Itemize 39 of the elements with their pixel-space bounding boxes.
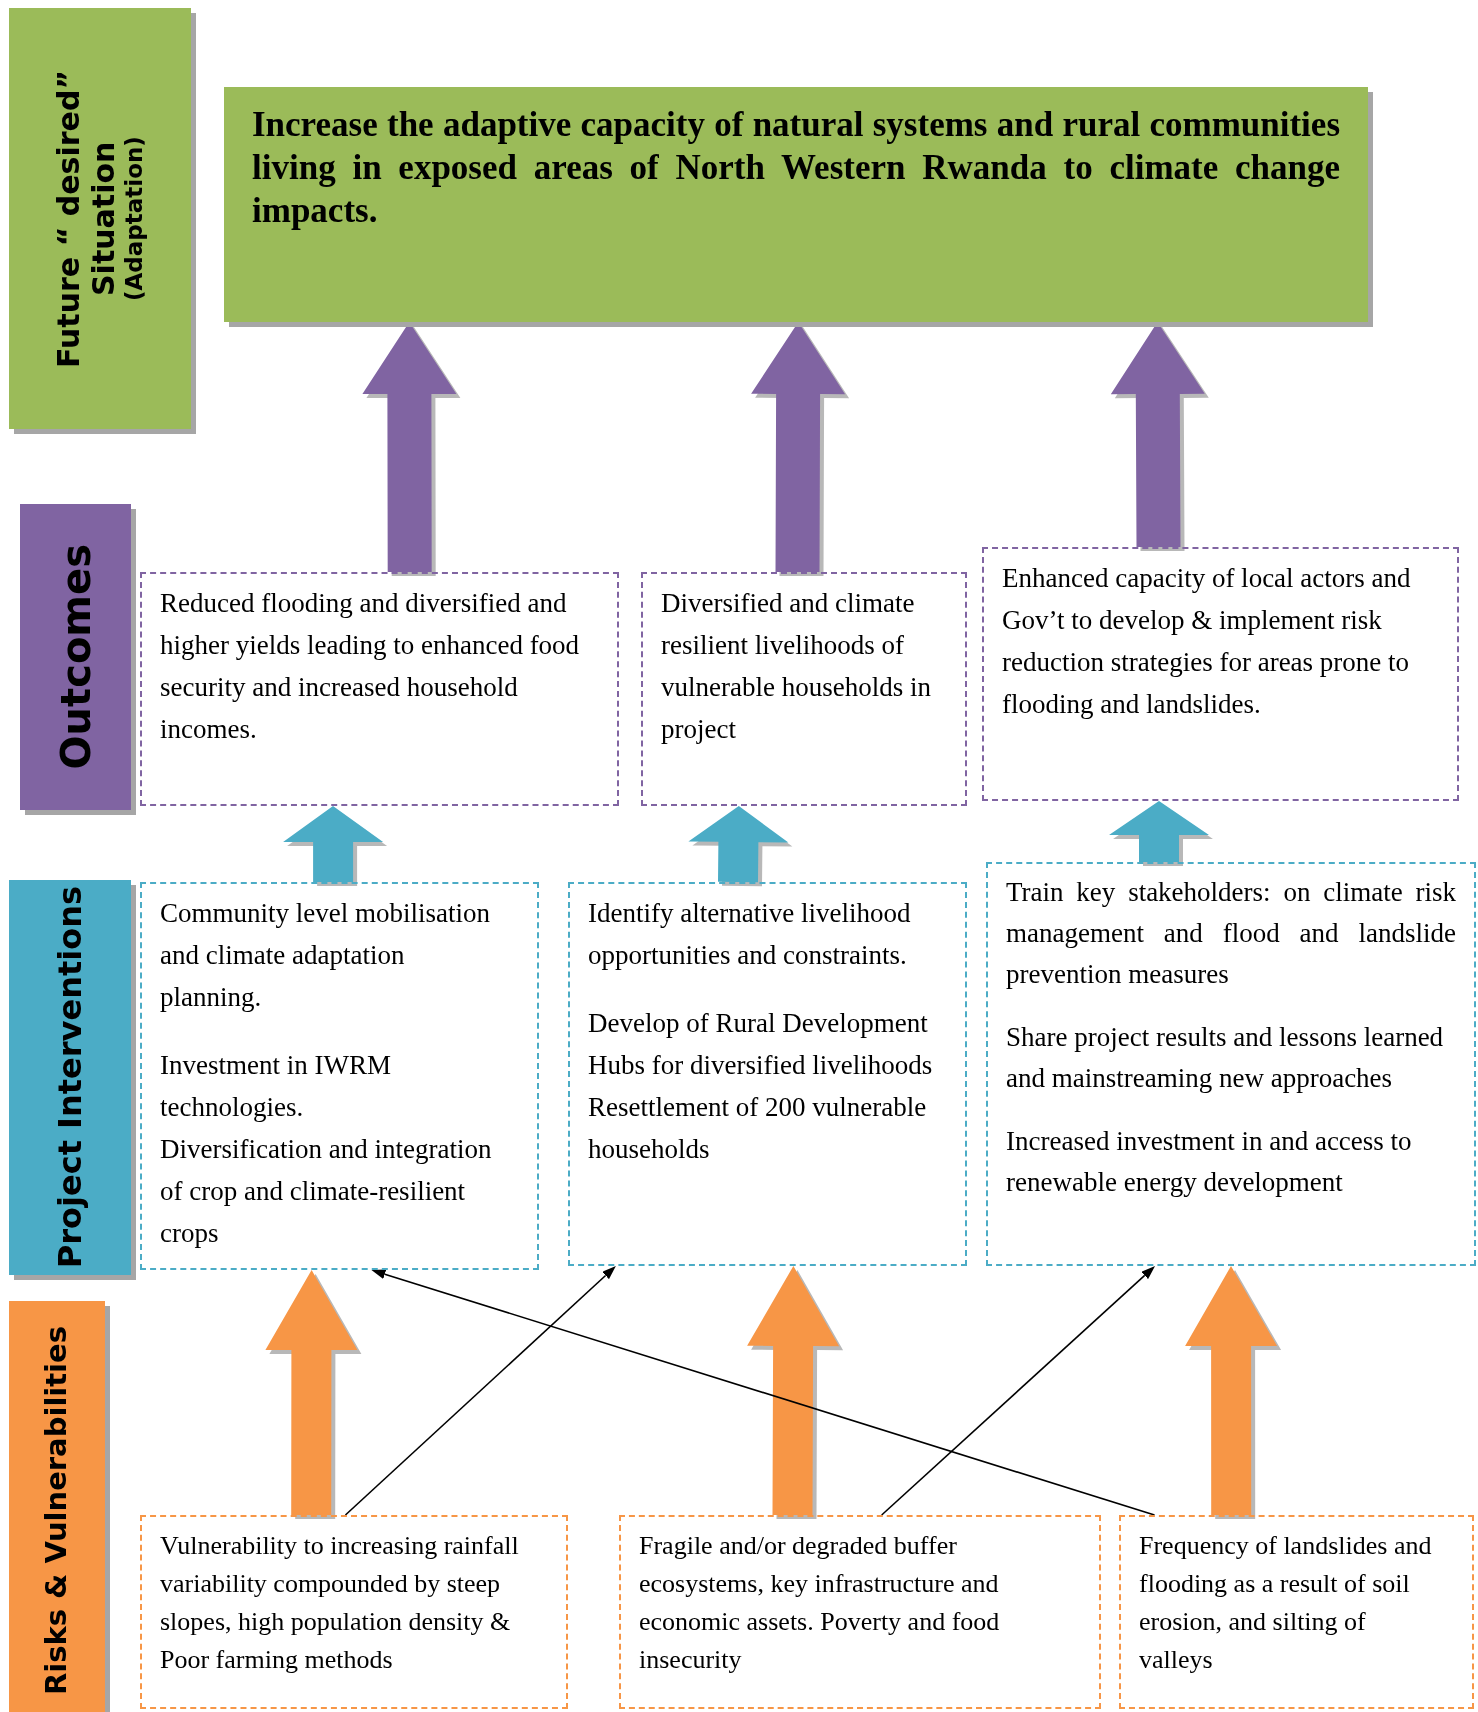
box-text: Train key stakeholders: on climate risk management and flood and landslide prevention measures xyxy=(1006,876,1456,991)
box-text: Frequency of landslides and flooding as a result of soil erosion, and silting of valleys xyxy=(1139,1530,1433,1676)
box-text: Diversified and climate resilient livelihoods of vulnerable households in project xyxy=(661,587,932,746)
section-label: Future “ desired” Situation xyxy=(52,68,122,370)
section-label: Risks & Vulnerabilities xyxy=(40,1326,74,1696)
box-text: Investment in IWRM technologies. xyxy=(160,1049,392,1124)
section-label: Outcomes xyxy=(52,544,99,770)
box-text: Enhanced capacity of local actors and Gov’t to develop & implement risk reduction strategies for areas prone to flooding and landslides. xyxy=(1002,562,1412,721)
block-arrow xyxy=(1109,801,1209,862)
box-text: Diversification and integration of crop and climate-resilient crops xyxy=(160,1133,493,1250)
arrow xyxy=(371,1269,1156,1516)
goal-text: Increase the adaptive capacity of natural systems and rural communities living in exposed areas of North Western Rwanda to climate change impacts. xyxy=(252,104,1340,232)
dashed-text-box xyxy=(568,882,967,1266)
box-text: Vulnerability to increasing rainfall variability compounded by steep slopes, high population density & Poor farming methods xyxy=(160,1530,520,1676)
dashed-text-box xyxy=(140,1515,568,1709)
dashed-text-box xyxy=(641,572,967,806)
dashed-text-box xyxy=(140,882,539,1270)
arrow xyxy=(344,1266,616,1516)
block-arrow xyxy=(1185,1266,1278,1515)
dashed-text-box xyxy=(140,572,619,806)
box-text: Resettlement of 200 vulnerable households xyxy=(588,1091,928,1166)
box-text: Develop of Rural Development Hubs for diversified livelihoods xyxy=(588,1007,934,1082)
box-text: Reduced flooding and diversified and higher yields leading to enhanced food security and increased household incomes. xyxy=(160,587,581,746)
section-label: Project Interventions xyxy=(51,886,89,1269)
box-text: Community level mobilisation and climate adaptation planning. xyxy=(160,897,491,1014)
arrow xyxy=(880,1266,1156,1516)
section-label: (Adaptation) xyxy=(121,136,148,301)
dashed-text-box xyxy=(982,547,1459,801)
box-text: Share project results and lessons learned and mainstreaming new approaches xyxy=(1006,1021,1445,1095)
block-arrow xyxy=(688,806,789,883)
box-text: Increased investment in and access to renewable energy development xyxy=(1006,1125,1413,1199)
block-arrow xyxy=(283,806,384,882)
dashed-text-box xyxy=(1119,1515,1474,1709)
box-text: Identify alternative livelihood opportunities and constraints. xyxy=(588,897,912,972)
dashed-text-box xyxy=(986,862,1476,1266)
block-arrow xyxy=(747,1266,840,1516)
block-arrow xyxy=(265,1270,358,1515)
box-text: Fragile and/or degraded buffer ecosystems, key infrastructure and economic assets. Poverty and food insecurity xyxy=(639,1530,1001,1676)
dashed-text-box xyxy=(619,1515,1101,1709)
